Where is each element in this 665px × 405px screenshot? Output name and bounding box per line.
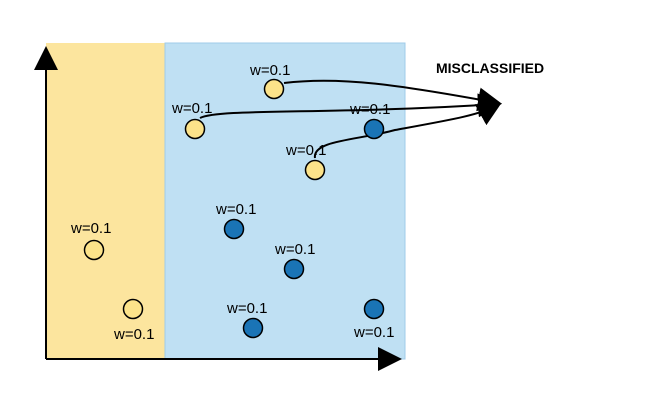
data-point-blue	[363, 298, 385, 320]
points-layer	[83, 78, 385, 339]
weight-labels-layer: w=0.1 w=0.1 w=0.1 w=0.1 w=0.1 w=0.1 w=0.1 w=0.1…	[70, 62, 394, 343]
axes	[34, 46, 402, 371]
data-point-blue	[223, 218, 245, 240]
weight-label: w=0.1	[249, 62, 290, 79]
weight-label: w=0.1	[353, 324, 394, 341]
weight-label: w=0.1	[226, 300, 267, 317]
data-point-yellow	[304, 159, 326, 181]
weight-label: w=0.1	[113, 326, 154, 343]
weight-label: w=0.1	[285, 142, 326, 159]
left-region	[46, 43, 165, 359]
data-point-blue	[283, 258, 305, 280]
data-point-yellow	[184, 118, 206, 140]
weight-label: w=0.1	[349, 101, 390, 118]
weight-label: w=0.1	[215, 201, 256, 218]
misclassified-label: MISCLASSIFIED	[436, 60, 544, 76]
arrow-from-left-point	[199, 93, 502, 119]
weight-label: w=0.1	[171, 100, 212, 117]
data-point-blue	[242, 317, 264, 339]
arrow-from-lower-point	[313, 103, 502, 159]
data-point-yellow	[263, 78, 285, 100]
weight-label: w=0.1	[274, 241, 315, 258]
misclassified-arrows	[199, 79, 502, 159]
data-point-yellow	[83, 239, 105, 261]
weight-label: w=0.1	[70, 220, 111, 237]
data-point-yellow	[122, 298, 144, 320]
arrow-from-top-point	[283, 79, 502, 112]
data-point-blue	[363, 118, 385, 140]
